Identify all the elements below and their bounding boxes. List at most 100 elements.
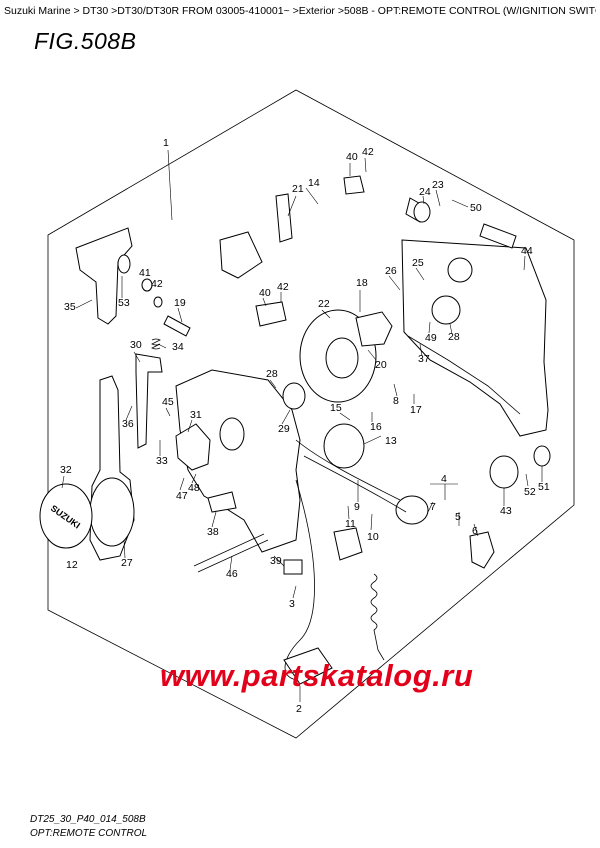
cover-plate-hub-part <box>325 337 359 379</box>
rod-50-part <box>479 223 517 249</box>
cable-end-part <box>207 491 237 513</box>
callout-27: 27 <box>121 557 133 569</box>
callout-39: 39 <box>270 555 282 567</box>
callout-7: 7 <box>430 501 436 513</box>
callout-5: 5 <box>455 511 461 523</box>
callout-50: 50 <box>470 202 482 214</box>
callout-15: 15 <box>330 402 342 414</box>
detent-plate-part <box>219 231 263 279</box>
watermark: www.partskatalog.ru <box>160 658 474 693</box>
callout-28a: 28 <box>266 368 278 380</box>
callout-25: 25 <box>412 257 424 269</box>
back-cover-boss-part <box>447 257 473 283</box>
callout-38: 38 <box>207 526 219 538</box>
callout-35: 35 <box>64 301 76 313</box>
callout-42b: 42 <box>151 278 163 290</box>
callout-42c: 42 <box>277 281 289 293</box>
callout-46: 46 <box>226 568 238 580</box>
housing-bore-part <box>219 417 245 451</box>
back-cover-part <box>401 239 549 437</box>
bracket-40-part <box>343 175 365 195</box>
plate-40b-part <box>255 301 287 327</box>
figure-title: FIG.508B <box>34 28 137 54</box>
harness-connector-part <box>283 647 333 685</box>
callout-37: 37 <box>418 353 430 365</box>
logo-cap-part <box>39 483 93 549</box>
callout-labels: 1 2 3 4 5 6 7 8 9 10 11 12 13 14 15 16 1… <box>60 137 550 715</box>
ignition-key-part <box>469 531 495 569</box>
callout-6: 6 <box>472 525 478 537</box>
diagram-frame <box>47 89 575 739</box>
lever-21-part <box>275 193 293 243</box>
callout-23: 23 <box>432 179 444 191</box>
cap-51-part <box>533 445 551 467</box>
wiring-harness-part <box>284 439 407 681</box>
callout-12: 12 <box>66 559 78 571</box>
callout-11: 11 <box>345 518 356 530</box>
ignition-switch-part <box>395 495 429 525</box>
callout-16: 16 <box>370 421 382 433</box>
callout-43: 43 <box>500 505 512 517</box>
callout-49: 49 <box>425 332 437 344</box>
callout-13: 13 <box>385 435 397 447</box>
callout-53: 53 <box>118 297 130 309</box>
neutral-lock-bracket-part <box>135 353 163 449</box>
callout-17: 17 <box>410 404 422 416</box>
callout-10: 10 <box>367 531 379 543</box>
callout-36: 36 <box>122 418 134 430</box>
callout-28b: 28 <box>448 331 460 343</box>
callout-44: 44 <box>521 245 533 257</box>
long-bolt-part <box>193 533 269 573</box>
callout-26: 26 <box>385 265 397 277</box>
footer-code: DT25_30_P40_014_508B <box>30 814 146 825</box>
footer-caption: OPT:REMOTE CONTROL <box>30 828 148 839</box>
callout-2: 2 <box>296 703 302 715</box>
back-cover-rail-part <box>407 335 521 415</box>
handle-grip-part <box>75 227 133 325</box>
washer-41-part <box>141 278 153 292</box>
breadcrumb[interactable]: Suzuki Marine > DT30 >DT30/DT30R FROM 03… <box>4 5 596 17</box>
callout-14: 14 <box>308 177 320 189</box>
callout-45: 45 <box>162 396 174 408</box>
callout-40b: 40 <box>259 287 271 299</box>
back-cover-port-part <box>431 295 461 325</box>
callout-9: 9 <box>354 501 360 513</box>
callout-34: 34 <box>172 341 184 353</box>
callout-42a: 42 <box>362 146 374 158</box>
grommet-part <box>117 254 131 274</box>
callout-22: 22 <box>318 298 330 310</box>
washer-42-part <box>153 296 163 308</box>
callout-30: 30 <box>130 339 142 351</box>
callout-40a: 40 <box>346 151 358 163</box>
callout-31: 31 <box>190 409 202 421</box>
buzzer-part <box>323 423 365 469</box>
shift-arm-part <box>355 311 393 347</box>
callout-19: 19 <box>174 297 186 309</box>
callout-18: 18 <box>356 277 368 289</box>
lever-hub-part <box>89 477 135 547</box>
callout-33: 33 <box>156 455 168 467</box>
callout-32: 32 <box>60 464 72 476</box>
callout-4: 4 <box>441 473 447 485</box>
spring-34-part <box>151 338 161 350</box>
callout-41: 41 <box>139 267 151 279</box>
stop-switch-part <box>333 527 363 561</box>
callout-21: 21 <box>292 183 304 195</box>
callout-3: 3 <box>289 598 295 610</box>
cable-clip-part <box>283 559 303 575</box>
lanyard-coil-part <box>370 573 385 661</box>
callout-52: 52 <box>524 486 536 498</box>
callout-8: 8 <box>393 395 399 407</box>
callout-29: 29 <box>278 423 290 435</box>
callout-24: 24 <box>419 186 431 198</box>
callout-leader-lines <box>61 149 543 702</box>
pin-19-part <box>163 315 191 337</box>
main-housing-part <box>175 369 301 553</box>
friction-cam-part <box>175 423 211 471</box>
bushing-29-part <box>282 382 306 410</box>
switch-nut-part <box>489 455 519 489</box>
callout-47: 47 <box>176 490 188 502</box>
callout-48: 48 <box>188 482 200 494</box>
callout-51: 51 <box>538 481 550 493</box>
